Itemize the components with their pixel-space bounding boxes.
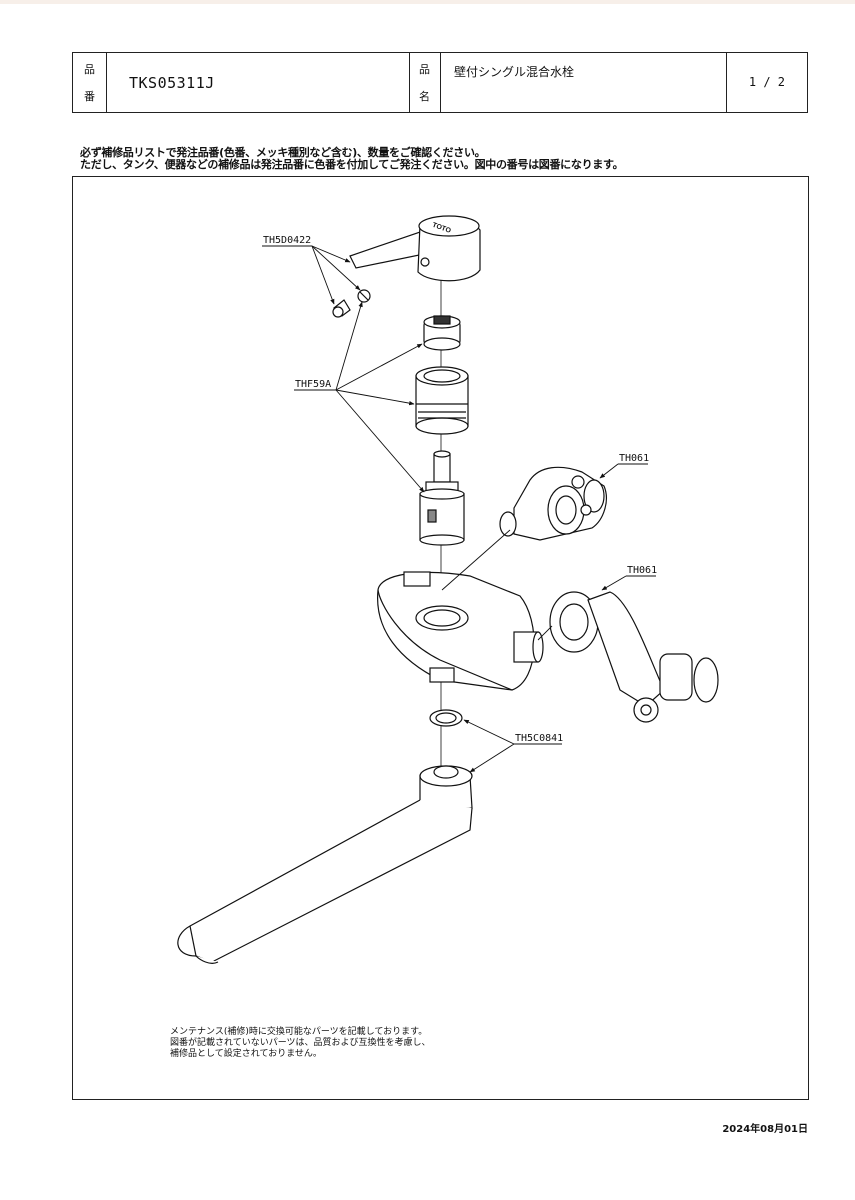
product-name-cell (441, 53, 727, 112)
callout-th5d0422: TH5D0422 (263, 235, 311, 246)
part-no-cell (107, 53, 410, 112)
faucet-body (377, 571, 544, 691)
notice-line-2: ただし、タンク、便器などの補修品は発注品番に色番を付加してご発注ください。図中の… (80, 158, 624, 171)
leader-lines (262, 245, 656, 773)
callout-thf59a: THF59A (295, 379, 331, 390)
callout-th061-lower: TH061 (627, 565, 657, 576)
part-number: TKS05311J (129, 74, 215, 92)
maintenance-line-2: 図番が記載されていないパーツは、品質および互換性を考慮し、 (170, 1038, 431, 1048)
set-screw (357, 289, 371, 303)
maintenance-line-1: メンテナンス(補修)時に交換可能なパーツを記載しております。 (170, 1027, 428, 1037)
maintenance-note: メンテナンス(補修)時に交換可能なパーツを記載しております。 図番が記載されてい… (170, 1027, 431, 1060)
product-name: 壁付シングル混合水栓 (454, 65, 575, 79)
issue-date: 2024年08月01日 (722, 1124, 808, 1135)
title-block: 品 番 TKS05311J 品 名 壁付シングル混合水栓 1 / 2 (72, 52, 808, 113)
callout-th5c0841: TH5C0841 (515, 733, 563, 744)
top-strip (0, 0, 855, 4)
part-no-label-bottom: 番 (84, 90, 95, 103)
order-notice: 必ず補修品リストで発注品番(色番、メッキ種別など含む)、数量をご確認ください。 … (80, 146, 624, 171)
page-number: 1 / 2 (748, 75, 785, 89)
valve-cartridge (419, 450, 465, 546)
screw-cap (332, 299, 351, 318)
name-label-top: 品 (419, 63, 430, 76)
name-label-cell: 品 名 (410, 53, 441, 112)
cartridge-cap (423, 315, 461, 351)
part-no-label-cell: 品 番 (73, 53, 107, 112)
lever-handle: TOTO (349, 215, 481, 282)
callout-th061-upper: TH061 (619, 453, 649, 464)
part-no-label-top: 品 (84, 63, 95, 76)
eccentric-leg-lower (549, 591, 719, 723)
maintenance-line-3: 補修品として設定されておりません。 (170, 1049, 322, 1059)
packing-ring (429, 709, 463, 727)
name-label-bottom: 名 (419, 90, 430, 103)
drawing-frame (72, 176, 809, 1100)
cartridge-nut (415, 366, 469, 435)
eccentric-leg-upper (499, 466, 607, 541)
notice-line-1: 必ず補修品リストで発注品番(色番、メッキ種別など含む)、数量をご確認ください。 (80, 146, 486, 159)
spout (177, 765, 473, 964)
